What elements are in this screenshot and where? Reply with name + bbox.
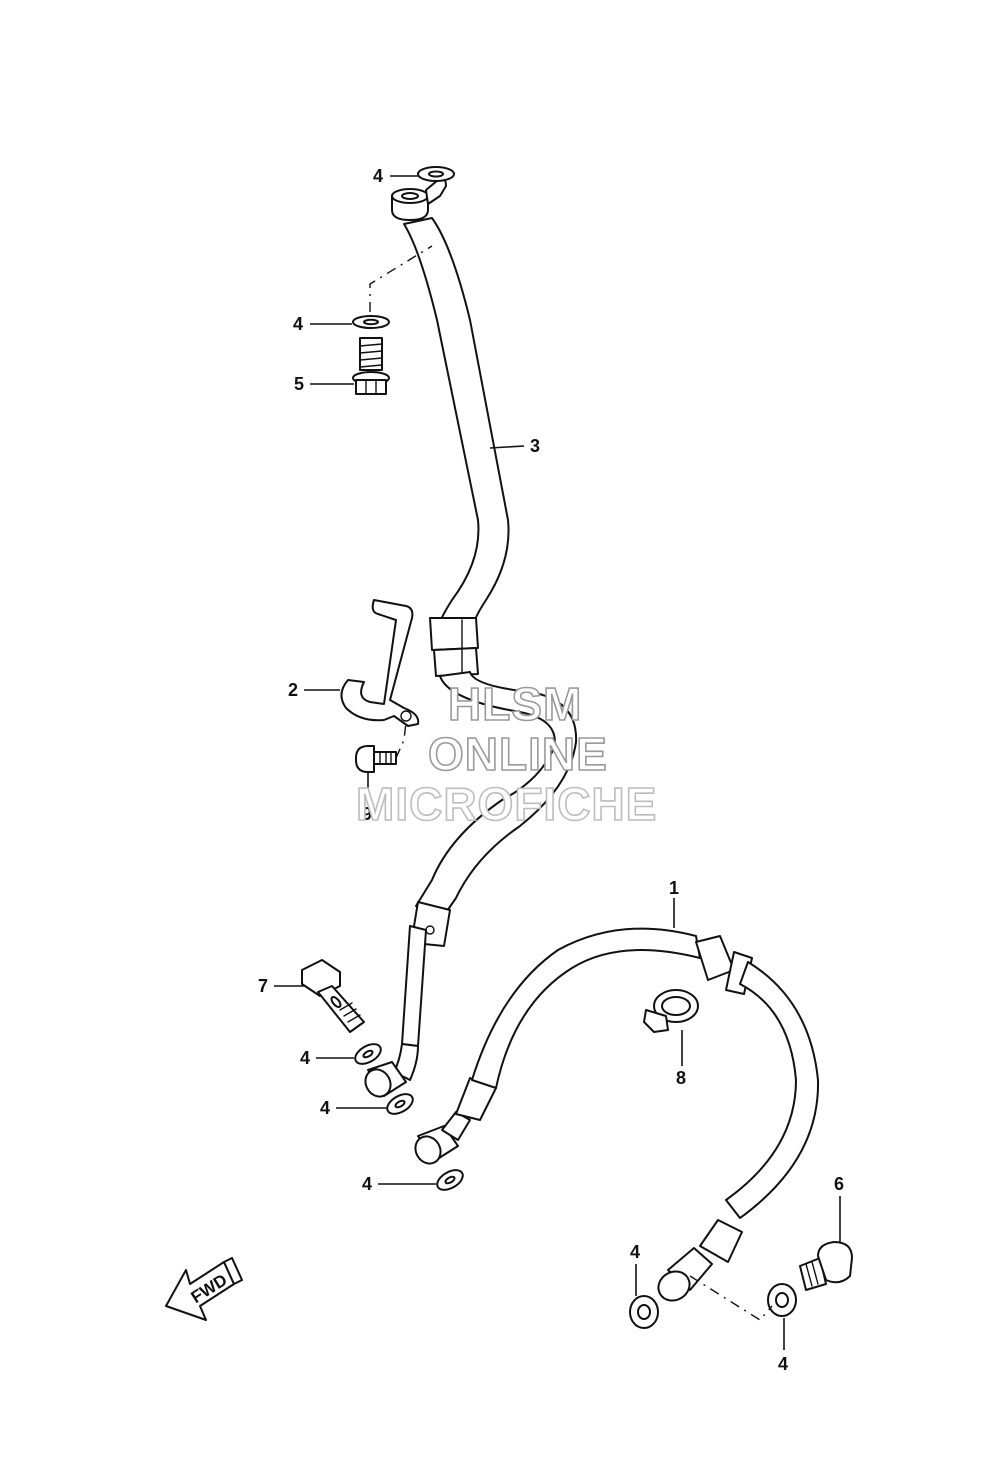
washer-mid-3 [436,1169,464,1191]
washer-lower-right [767,1283,797,1317]
washer-mid-1 [354,1043,382,1065]
callout-6: 6 [834,1174,844,1194]
brake-hose-lower [455,927,820,1302]
callout-2: 2 [288,680,298,700]
hose-clamp [643,989,699,1033]
callout-4-lower-right: 4 [778,1354,788,1374]
callout-4-mid1: 4 [300,1048,310,1068]
middle-banjo-bolt [301,959,365,1033]
lower-banjo-bolt [799,1241,853,1291]
fwd-direction-arrow: FWD [165,1257,243,1321]
watermark-line-3: MICROFICHE [356,778,657,830]
banjo-fitting-mid-1 [364,1061,407,1098]
bracket-bolt [355,745,397,773]
watermark-line-1: HLSM [448,678,582,730]
callout-4-mid3: 4 [362,1174,372,1194]
callout-4-lower-left: 4 [630,1242,640,1262]
washer-upper [352,315,390,329]
callout-4-upper: 4 [293,314,303,334]
callout-8: 8 [676,1068,686,1088]
upper-banjo-bolt [352,337,390,395]
callout-5: 5 [294,374,304,394]
washer-top [417,166,455,182]
callout-7: 7 [258,976,268,996]
watermark: HLSM ONLINE MICROFICHE [355,677,657,831]
callout-1: 1 [669,878,679,898]
banjo-fitting-mid-2 [414,1111,471,1165]
callout-9: 9 [362,804,372,824]
watermark-line-2: ONLINE [428,728,608,780]
callout-4-top: 4 [373,166,383,186]
callout-4-mid2: 4 [320,1098,330,1118]
hose-bracket [340,599,420,727]
callout-3: 3 [530,436,540,456]
washer-lower-left [629,1295,659,1329]
washer-mid-2 [386,1093,414,1115]
brake-hose-upper [391,177,578,1081]
